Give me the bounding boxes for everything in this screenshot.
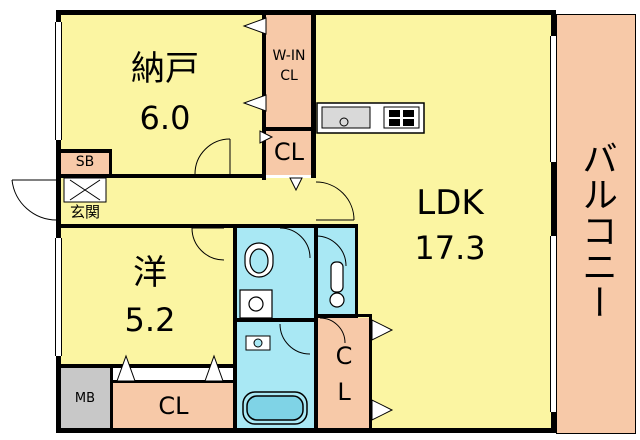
closet-lower [112,382,235,428]
folding-door-icon [116,17,394,421]
kitchen-counter-icon [316,102,425,134]
closet-upper-label: CL [273,138,305,166]
door-swing-icon [11,138,355,355]
wall-top [56,10,556,15]
wall-storage-right [262,10,266,180]
wall-left [56,10,61,433]
wall-hall-bottom [56,224,236,228]
storage-room-name: 納戸 [131,49,199,89]
bathtub-icon [242,391,308,425]
western-room-name: 洋 [133,253,167,293]
ldk-size: 17.3 [414,229,486,267]
closet-right-label-line1: C [335,342,353,370]
wall-ldk-left [311,10,316,178]
wall-sb-right [109,149,112,177]
wall-western-bottom [56,364,236,368]
walk-in-closet [265,14,313,127]
balcony [556,14,636,434]
window-right-lower [550,236,557,412]
wall-wash-bottom [233,318,317,322]
wall-cl-right-top [314,314,372,317]
sink-icon [245,335,271,351]
wall-right [551,10,556,433]
wall-wash-top [233,224,358,228]
wall-cl-top [110,380,235,383]
entrance-label: 玄関 [69,203,100,221]
storage-room-size: 6.0 [139,99,191,137]
western-room-size: 5.2 [124,301,176,339]
wall-western-right [233,224,237,433]
shoe-box [60,152,112,174]
window-left-lower [55,238,62,356]
wic-label-line1: W-IN [272,48,306,64]
wall-storage-bottom [56,174,266,178]
hallway [110,178,315,224]
wall-wic-bottom [262,127,316,131]
closet-upper [265,131,313,175]
wall-wash-right [314,224,318,433]
meter-box [60,368,112,428]
wic-label-line2: CL [280,68,298,84]
entrance-step-icon [63,177,107,203]
washer-icon [239,289,273,319]
closet-lower-label: CL [158,392,189,420]
shoe-box-label: SB [75,154,95,170]
wall-sb-top [56,149,112,153]
western-room [60,228,235,366]
window-right-upper [550,36,557,162]
window-left-upper [55,22,62,140]
toilet-icon [244,242,345,308]
closet-right-label-line2: L [337,378,351,406]
wall-cl-right [369,314,372,433]
ldk-name: LDK [416,183,484,223]
wall-mb-right [110,364,113,432]
meter-box-label: MB [74,391,96,406]
wall-bottom [56,428,556,433]
wall-toilet-right [355,224,358,318]
balcony-label: バルコニー [576,140,617,320]
